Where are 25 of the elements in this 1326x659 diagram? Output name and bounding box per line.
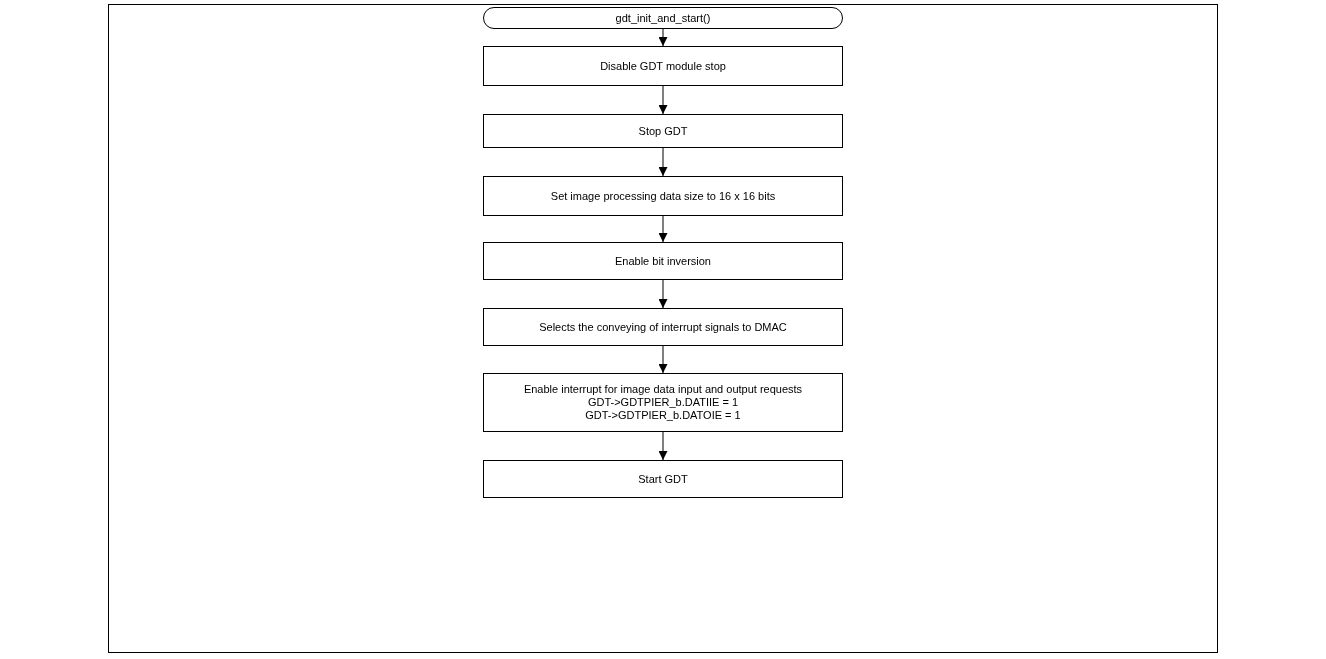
arrow: [658, 28, 668, 47]
arrow: [658, 147, 668, 177]
process-box: [483, 176, 843, 216]
step-text: Set image processing data size to 16 x 16 bits: [550, 189, 776, 203]
step-text: Start GDT: [638, 472, 688, 486]
process-box: [483, 460, 843, 498]
process-box: [483, 46, 843, 86]
process-box: [483, 308, 843, 346]
step-text: Disable GDT module stop: [600, 59, 726, 73]
arrow: [658, 431, 668, 461]
process-box: [483, 373, 843, 432]
arrow: [658, 85, 668, 115]
step-text: Stop GDT: [638, 124, 688, 138]
arrow: [658, 215, 668, 243]
arrow: [658, 345, 668, 374]
arrow: [658, 279, 668, 309]
step-text: Selects the conveying of interrupt signals to DMAC: [539, 320, 787, 334]
step-text: Enable bit inversion: [615, 254, 711, 268]
step-text: gdt_init_and_start(): [615, 11, 711, 25]
code-text: GDT->GDTPIER_b.DATOIE = 1: [585, 409, 741, 422]
code-text: GDT->GDTPIER_b.DATIIE = 1: [587, 396, 739, 409]
terminal-shape: [483, 7, 843, 29]
process-box: [483, 242, 843, 280]
step-text: Enable interrupt for image data input and output requests: [523, 383, 803, 396]
process-box: [483, 114, 843, 148]
